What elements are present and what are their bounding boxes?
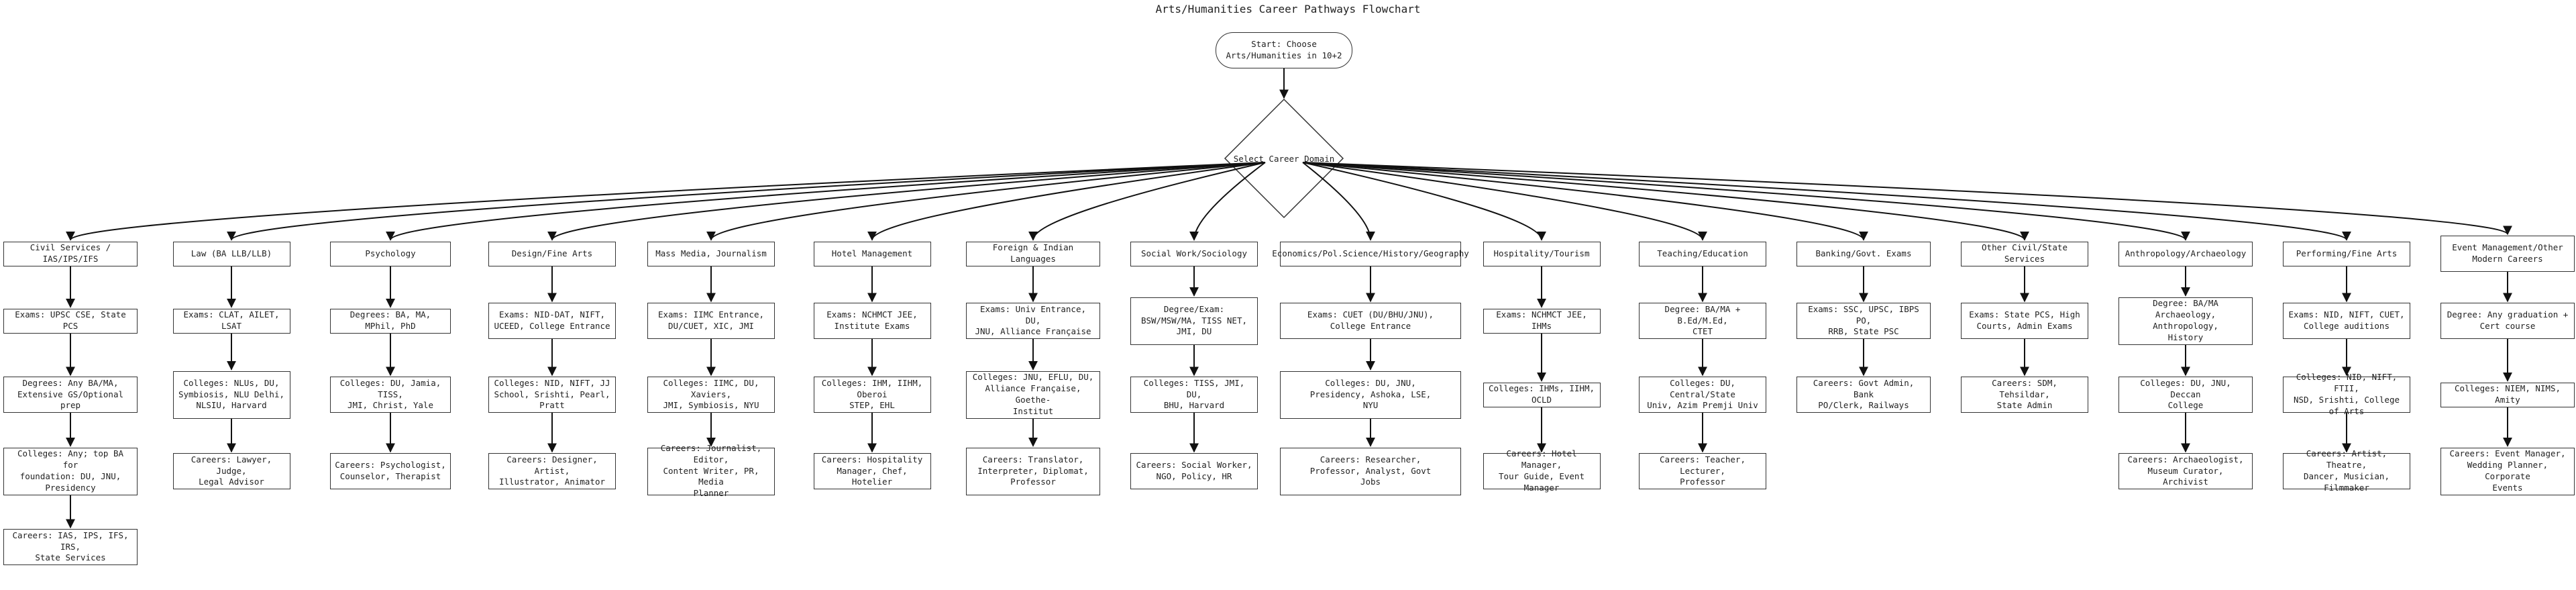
pathway-node: Degree: BA/MA + B.Ed/M.Ed, CTET	[1639, 303, 1766, 339]
edge-decision-to-domain	[66, 162, 1266, 241]
pathway-node: Colleges: NID, NIFT, FTII, NSD, Srishti,…	[2283, 372, 2410, 416]
pathway-node: Colleges: TISS, JMI, DU, BHU, Harvard	[1130, 377, 1258, 413]
pathway-node: Exams: Univ Entrance, DU, JNU, Alliance …	[966, 303, 1100, 339]
pathway-node: Careers: Researcher, Professor, Analyst,…	[1280, 447, 1461, 495]
pathway-node: Careers: Lawyer, Judge, Legal Advisor	[172, 453, 290, 489]
pathway-node: Degrees: BA, MA, MPhil, PhD	[330, 308, 451, 334]
edge-decision-to-domain	[867, 162, 1266, 241]
domain-node: Hospitality/Tourism	[1483, 241, 1601, 266]
pathway-node: Careers: Archaeologist, Museum Curator, …	[2118, 453, 2253, 489]
pathway-node: Careers: Teacher, Lecturer, Professor	[1639, 453, 1766, 489]
pathway-node: Colleges: IHMs, IIHM, OCLD	[1483, 382, 1601, 407]
pathway-node: Exams: CLAT, AILET, LSAT	[172, 308, 290, 334]
edge-decision-to-domain	[1302, 162, 2512, 236]
pathway-node: Degree: Any graduation + Cert course	[2440, 303, 2575, 339]
edge-decision-to-domain	[227, 162, 1266, 241]
domain-node: Banking/Govt. Exams	[1796, 241, 1931, 266]
pathway-node: Colleges: DU, JNU, Deccan College	[2118, 377, 2253, 413]
edge-decision-to-domain	[1302, 162, 2190, 241]
edge-decision-to-domain	[1189, 162, 1266, 241]
edge-decision-to-domain	[547, 162, 1266, 241]
pathway-node: Careers: Hospitality Manager, Chef, Hote…	[813, 453, 931, 489]
edge-decision-to-domain	[1302, 162, 1707, 241]
pathway-node: Colleges: DU, Jamia, TISS, JMI, Christ, …	[330, 377, 451, 413]
pathway-node: Careers: Translator, Interpreter, Diplom…	[966, 447, 1100, 495]
edge-decision-to-domain	[1302, 162, 2029, 241]
pathway-node: Careers: Event Manager, Wedding Planner,…	[2440, 447, 2575, 495]
pathway-node: Careers: Hotel Manager, Tour Guide, Even…	[1483, 448, 1601, 493]
edge-decision-to-domain	[1028, 162, 1266, 241]
start-node: Start: Choose Arts/Humanities in 10+2	[1216, 32, 1352, 68]
pathway-node: Exams: NID, NIFT, CUET, College audition…	[2283, 303, 2410, 339]
pathway-node: Careers: Social Worker, NGO, Policy, HR	[1130, 453, 1258, 489]
pathway-node: Colleges: NLUs, DU, Symbiosis, NLU Delhi…	[172, 371, 290, 419]
pathway-node: Exams: State PCS, High Courts, Admin Exa…	[1961, 303, 2088, 339]
pathway-node: Degree/Exam: BSW/MSW/MA, TISS NET, JMI, …	[1130, 297, 1258, 345]
pathway-node: Careers: SDM, Tehsildar, State Admin	[1961, 377, 2088, 413]
domain-node: Hotel Management	[813, 241, 931, 266]
domain-node: Mass Media, Journalism	[647, 241, 775, 266]
edge-decision-to-domain	[706, 162, 1266, 241]
domain-node: Social Work/Sociology	[1130, 241, 1258, 266]
decision-label: Select Career Domain	[1233, 153, 1335, 164]
pathway-node: Colleges: NID, NIFT, JJ School, Srishti,…	[488, 377, 616, 413]
edge-decision-to-domain	[386, 162, 1266, 241]
domain-node: Other Civil/State Services	[1961, 241, 2088, 266]
pathway-node: Colleges: DU, JNU, Presidency, Ashoka, L…	[1280, 371, 1461, 419]
pathway-node: Careers: Psychologist, Counselor, Therap…	[330, 453, 451, 489]
pathway-node: Degree: BA/MA Archaeology, Anthropology,…	[2118, 297, 2253, 345]
pathway-node: Exams: CUET (DU/BHU/JNU), College Entran…	[1280, 303, 1461, 339]
pathway-node: Exams: NID-DAT, NIFT, UCEED, College Ent…	[488, 303, 616, 339]
domain-node: Teaching/Education	[1639, 241, 1766, 266]
pathway-node: Exams: NCHMCT JEE, IHMs	[1483, 308, 1601, 334]
decision-diamond	[1224, 98, 1344, 219]
pathway-node: Exams: NCHMCT JEE, Institute Exams	[813, 303, 931, 339]
domain-node: Law (BA LLB/LLB)	[172, 241, 290, 266]
pathway-node: Exams: UPSC CSE, State PCS	[3, 308, 138, 334]
pathway-node: Colleges: JNU, EFLU, DU, Alliance França…	[966, 371, 1100, 419]
pathway-node: Colleges: IHM, IIHM, Oberoi STEP, EHL	[813, 377, 931, 413]
pathway-node: Careers: IAS, IPS, IFS, IRS, State Servi…	[3, 529, 138, 565]
edge-decision-to-domain	[1302, 162, 1868, 241]
domain-node: Economics/Pol.Science/History/Geography	[1272, 241, 1469, 266]
domain-node: Design/Fine Arts	[488, 241, 616, 266]
pathway-node: Careers: Govt Admin, Bank PO/Clerk, Rail…	[1796, 377, 1931, 413]
pathway-node: Careers: Journalist, Editor, Content Wri…	[647, 443, 775, 498]
pathway-node: Degrees: Any BA/MA, Extensive GS/Optiona…	[3, 377, 138, 413]
domain-node: Psychology	[330, 241, 451, 266]
pathway-node: Colleges: NIEM, NIMS, Amity	[2440, 382, 2575, 407]
pathway-node: Careers: Designer, Artist, Illustrator, …	[488, 453, 616, 489]
pathway-node: Careers: Artist, Theatre, Dancer, Musici…	[2283, 448, 2410, 493]
page-title: Arts/Humanities Career Pathways Flowchar…	[1155, 3, 1421, 15]
edge-decision-to-domain	[1302, 162, 2351, 241]
pathway-node: Colleges: DU, Central/State Univ, Azim P…	[1639, 377, 1766, 413]
pathway-node: Colleges: IIMC, DU, Xaviers, JMI, Symbio…	[647, 377, 775, 413]
domain-node: Foreign & Indian Languages	[966, 241, 1100, 266]
edge-decision-to-domain	[1302, 162, 1546, 241]
domain-node: Performing/Fine Arts	[2283, 241, 2410, 266]
domain-node: Event Management/Other Modern Careers	[2440, 236, 2575, 272]
pathway-node: Exams: IIMC Entrance, DU/CUET, XIC, JMI	[647, 303, 775, 339]
domain-node: Anthropology/Archaeology	[2118, 241, 2253, 266]
domain-node: Civil Services / IAS/IPS/IFS	[3, 241, 138, 266]
pathway-node: Colleges: Any; top BA for foundation: DU…	[3, 447, 138, 495]
edge-decision-to-domain	[1302, 162, 1375, 241]
pathway-node: Exams: SSC, UPSC, IBPS PO, RRB, State PS…	[1796, 303, 1931, 339]
